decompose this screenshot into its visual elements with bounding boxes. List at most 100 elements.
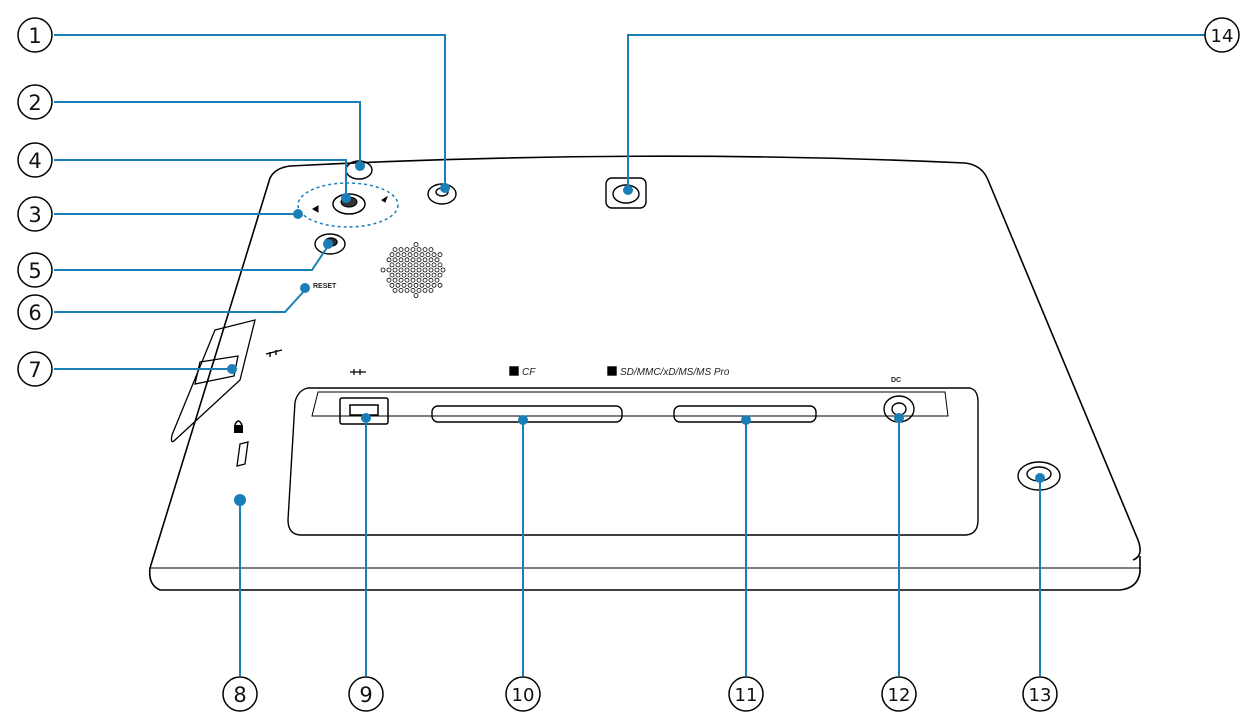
callout-2: 2	[17, 84, 53, 120]
lock-icon	[234, 420, 249, 467]
callout-13: 13	[1022, 676, 1058, 712]
sd-card-slot: SD/MMC/xD/MS/MS Pro	[607, 366, 817, 423]
speaker-hole	[401, 272, 407, 278]
speaker-hole	[401, 262, 407, 268]
cf-card-slot: CF	[431, 366, 623, 423]
speaker-hole	[434, 257, 440, 263]
speaker-hole	[413, 282, 419, 288]
speaker-hole	[434, 277, 440, 283]
speaker-hole	[413, 293, 419, 298]
speaker-hole	[422, 257, 428, 263]
speaker-hole	[407, 272, 413, 278]
speaker-hole	[398, 247, 404, 253]
speaker-hole	[389, 252, 395, 258]
speaker-hole	[395, 282, 401, 288]
speaker-hole	[428, 277, 434, 283]
speaker-hole	[404, 287, 410, 293]
speaker-hole	[398, 277, 404, 283]
svg-text:6: 6	[28, 301, 41, 325]
callout-9: 9	[348, 676, 384, 712]
speaker-hole	[398, 287, 404, 293]
usb-icon-side	[265, 349, 283, 357]
speaker-hole	[416, 287, 422, 293]
speaker-hole	[404, 247, 410, 253]
speaker-hole	[428, 287, 434, 293]
svg-text:5: 5	[28, 259, 41, 283]
reset-label: RESET	[313, 283, 337, 290]
speaker-hole	[386, 267, 392, 273]
speaker-hole	[416, 277, 422, 283]
speaker-hole	[422, 277, 428, 283]
callout-6: 6	[17, 294, 53, 330]
svg-text:9: 9	[359, 683, 372, 707]
speaker-hole	[416, 257, 422, 263]
speaker-hole	[413, 252, 419, 258]
svg-text:4: 4	[28, 149, 41, 173]
svg-text:3: 3	[28, 203, 41, 227]
speaker-hole	[422, 287, 428, 293]
dc-label: DC	[891, 377, 901, 384]
speaker-hole	[410, 247, 416, 253]
svg-text:7: 7	[28, 358, 41, 382]
leader-lines	[54, 34, 1205, 676]
speaker-hole	[416, 247, 422, 253]
speaker-hole	[437, 252, 443, 258]
callout-12: 12	[881, 676, 917, 712]
speaker-hole	[425, 282, 431, 288]
speaker-hole	[389, 282, 395, 288]
speaker-hole	[401, 282, 407, 288]
callout-14: 14	[1204, 17, 1240, 53]
callout-11: 11	[728, 676, 764, 712]
speaker-hole	[425, 262, 431, 268]
speaker-hole	[410, 257, 416, 263]
callouts: 1 2 4 3 5 6 7 8 9 10 11 12 13 14	[17, 17, 1240, 712]
speaker-hole	[413, 262, 419, 268]
speaker-hole	[440, 267, 446, 273]
device-body	[148, 155, 1141, 591]
speaker-hole	[401, 252, 407, 258]
speaker-hole	[392, 277, 398, 283]
sd-slot-label: SD/MMC/xD/MS/MS Pro	[620, 367, 730, 378]
speaker-hole	[431, 262, 437, 268]
speaker-hole	[419, 282, 425, 288]
leader-dots	[227, 161, 1045, 506]
speaker-hole	[422, 247, 428, 253]
speaker-hole	[425, 252, 431, 258]
speaker-hole	[395, 262, 401, 268]
speaker-hole	[437, 272, 443, 278]
speaker-hole	[419, 272, 425, 278]
speaker-hole	[380, 267, 386, 273]
svg-text:14: 14	[1211, 26, 1234, 47]
callout-10: 10	[505, 676, 541, 712]
speaker-hole	[413, 272, 419, 278]
callout-1: 1	[17, 17, 53, 53]
speaker-hole	[386, 257, 392, 263]
speaker-hole	[419, 262, 425, 268]
callout-4: 4	[17, 142, 53, 178]
speaker-hole	[410, 267, 416, 273]
speaker-hole	[389, 262, 395, 268]
stand-mount-hole	[605, 177, 647, 209]
speaker-hole	[392, 287, 398, 293]
callout-3: 3	[17, 196, 53, 232]
speaker-hole	[434, 267, 440, 273]
speaker-hole	[392, 267, 398, 273]
speaker-hole	[422, 267, 428, 273]
speaker-hole	[416, 267, 422, 273]
speaker-hole	[389, 272, 395, 278]
speaker-grille	[380, 242, 446, 298]
svg-text:2: 2	[28, 91, 41, 115]
svg-text:12: 12	[888, 685, 911, 706]
speaker-hole	[386, 277, 392, 283]
speaker-hole	[404, 257, 410, 263]
speaker-hole	[425, 272, 431, 278]
speaker-hole	[395, 252, 401, 258]
speaker-hole	[407, 282, 413, 288]
speaker-hole	[395, 272, 401, 278]
callout-8: 8	[222, 676, 258, 712]
speaker-hole	[410, 277, 416, 283]
speaker-hole	[392, 247, 398, 253]
speaker-hole	[407, 262, 413, 268]
speaker-hole	[407, 252, 413, 258]
speaker-hole	[428, 267, 434, 273]
